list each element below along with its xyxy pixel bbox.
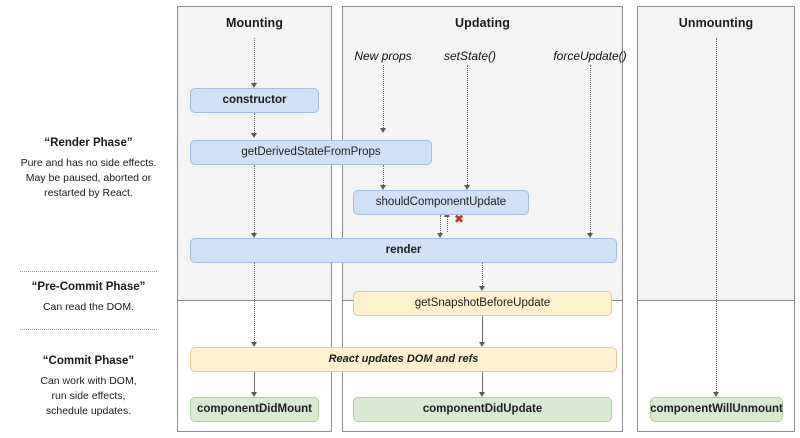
phase-title-pre-commit: “Pre-Commit Phase” <box>31 281 146 293</box>
arrowhead-render-to-get-snapshot <box>478 286 485 291</box>
connector-force-update-to-render <box>590 65 591 233</box>
arrowhead-set-state-to-scu <box>463 185 470 190</box>
connector-render-to-get-snapshot <box>482 263 483 286</box>
node-component-will-unmount[interactable]: componentWillUnmount <box>650 397 783 422</box>
node-should-component-update[interactable]: shouldComponentUpdate <box>353 190 529 215</box>
phase-divider-top <box>20 271 157 272</box>
arrowhead-to-render-mounting <box>250 233 257 238</box>
connector-new-props-to-gdsfp <box>383 65 384 128</box>
connector-reactupdates-to-did-update <box>482 372 483 392</box>
phase-body-pre-commit: Can read the DOM. <box>42 301 135 313</box>
trigger-label-set-state: setState() <box>443 49 497 63</box>
trigger-label-new-props: New props <box>354 49 412 63</box>
arrowhead-new-props-to-gdsfp <box>379 128 386 133</box>
connector-render-to-reactupdates-mounting <box>254 263 255 342</box>
phase-legend-commit: “Commit Phase” Can work with DOM,run sid… <box>0 355 177 420</box>
phase-body-commit: Can work with DOM,run side effects,sched… <box>40 375 137 418</box>
connector-skip-render-loop <box>447 212 448 232</box>
connector-reactupdates-to-did-mount <box>254 372 255 392</box>
arrowhead-scu-to-render <box>436 233 443 238</box>
arrowhead-gdsfp-to-scu <box>379 185 386 190</box>
arrowhead-to-reactupdates-mounting <box>250 342 257 347</box>
node-component-did-mount[interactable]: componentDidMount <box>190 397 319 422</box>
node-get-derived-state-from-props[interactable]: getDerivedStateFromProps <box>190 140 432 165</box>
connector-constructor-to-gdsfp <box>254 113 255 133</box>
column-title-updating: Updating <box>455 16 510 30</box>
node-render[interactable]: render <box>190 238 617 263</box>
connector-gdsfp-to-scu <box>383 165 384 185</box>
trigger-label-force-update: forceUpdate() <box>553 49 627 63</box>
arrowhead-to-component-will-unmount <box>712 392 719 397</box>
node-constructor[interactable]: constructor <box>190 88 319 113</box>
skip-render-x-icon: ✖ <box>454 212 465 226</box>
arrowhead-to-component-did-update <box>478 392 485 397</box>
connector-mounting-top <box>254 38 255 83</box>
phase-legend-render: “Render Phase” Pure and has no side effe… <box>0 137 177 202</box>
phase-divider-bottom <box>20 329 157 330</box>
arrowhead-get-snapshot-to-reactupdates <box>478 342 485 347</box>
connector-gdsfp-to-render-mounting <box>254 165 255 233</box>
connector-set-state-to-scu <box>467 65 468 185</box>
phase-body-render: Pure and has no side effects.May be paus… <box>20 157 157 200</box>
node-react-updates-dom-and-refs[interactable]: React updates DOM and refs <box>190 347 617 372</box>
connector-unmounting-spine <box>716 38 717 392</box>
connector-scu-to-render <box>440 215 441 233</box>
column-title-unmounting: Unmounting <box>678 16 754 30</box>
arrowhead-to-gdsfp-mounting <box>250 133 257 138</box>
phase-title-render: “Render Phase” <box>44 137 133 149</box>
arrowhead-to-component-did-mount <box>250 392 257 397</box>
node-component-did-update[interactable]: componentDidUpdate <box>353 397 612 422</box>
arrowhead-force-update-to-render <box>586 233 593 238</box>
column-title-mounting: Mounting <box>225 16 284 30</box>
node-get-snapshot-before-update[interactable]: getSnapshotBeforeUpdate <box>353 291 612 316</box>
phase-title-commit: “Commit Phase” <box>42 355 135 367</box>
arrowhead-to-constructor <box>250 83 257 88</box>
connector-get-snapshot-to-reactupdates <box>482 316 483 342</box>
phase-legend-pre-commit: “Pre-Commit Phase” Can read the DOM. <box>0 281 177 315</box>
